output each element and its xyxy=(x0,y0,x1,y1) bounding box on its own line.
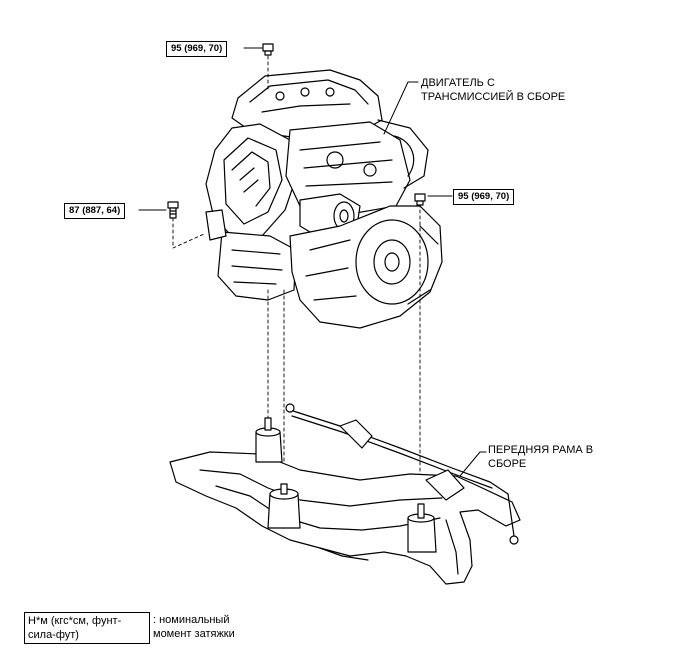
alignment-lines xyxy=(172,55,421,501)
torque-spec-left-bolt: 87 (887, 64) xyxy=(64,203,126,219)
top-bolt-icon xyxy=(262,43,274,56)
engine-label-line2: ТРАНСМИССИЕЙ В СБОРЕ xyxy=(421,91,566,103)
right-bolt-icon xyxy=(414,193,426,206)
legend-description: : номинальный момент затяжки xyxy=(150,612,238,644)
engine-label-line1: ДВИГАТЕЛЬ С xyxy=(421,77,495,89)
legend-desc-line2: момент затяжки xyxy=(153,628,235,640)
left-bolt-icon xyxy=(167,201,179,219)
engine-transmission-illustration xyxy=(205,69,443,329)
callout-leaders xyxy=(138,47,487,477)
legend-key-line1: Н*м (кгс*см, фунт- xyxy=(28,615,122,627)
torque-spec-right-bolt: 95 (969, 70) xyxy=(453,189,515,205)
front-frame-illustration xyxy=(169,403,521,585)
frame-label-line1: ПЕРЕДНЯЯ РАМА В xyxy=(488,444,594,456)
legend-desc-line1: : номинальный xyxy=(153,614,230,626)
engine-transmission-label: ДВИГАТЕЛЬ С ТРАНСМИССИЕЙ В СБОРЕ xyxy=(421,76,565,104)
units-legend: Н*м (кгс*см, фунт- сила-фут) : номинальн… xyxy=(24,612,238,644)
torque-spec-top-bolt: 95 (969, 70) xyxy=(166,41,228,57)
frame-label-line2: СБОРЕ xyxy=(488,458,527,470)
legend-key-line2: сила-фут) xyxy=(28,629,79,641)
legend-units-box: Н*м (кгс*см, фунт- сила-фут) xyxy=(24,612,150,644)
front-frame-label: ПЕРЕДНЯЯ РАМА В СБОРЕ xyxy=(488,443,593,471)
